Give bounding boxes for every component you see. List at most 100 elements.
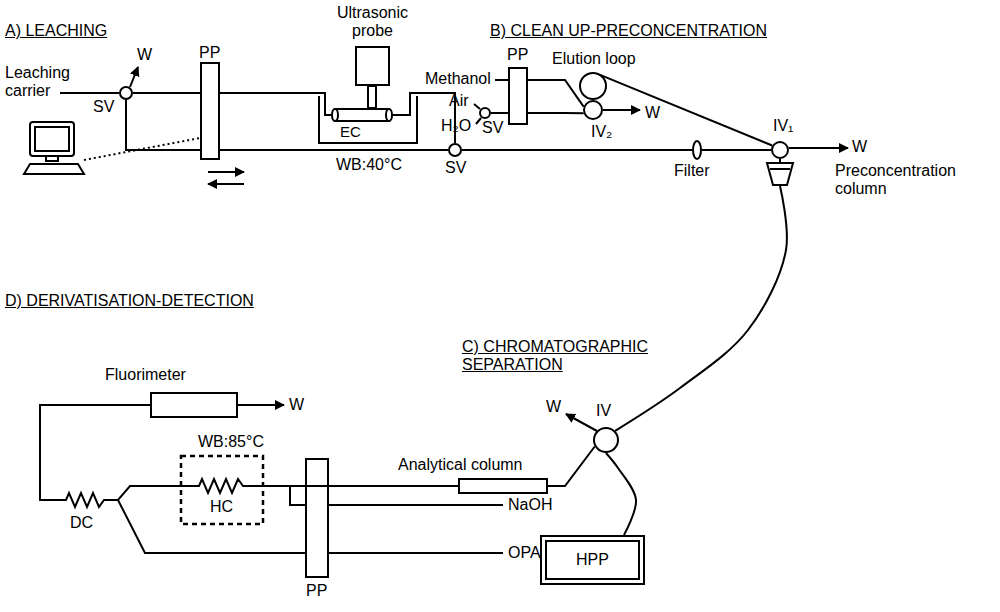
flow-line: [702, 149, 771, 151]
inlet-label: Methanol: [425, 70, 491, 88]
loop-label: Elution loop: [552, 50, 636, 68]
control-link: [84, 138, 200, 160]
node-label: Fluorimeter: [105, 366, 186, 384]
column-holder-line: [770, 168, 790, 170]
node-label: IV₁: [773, 117, 794, 135]
analytical-column: Analytical column: [458, 478, 548, 494]
valve-outline: [594, 428, 618, 452]
computer-stand: [46, 156, 58, 161]
waste-label: W: [546, 398, 561, 416]
waste-line: [238, 404, 284, 406]
flow-line: [528, 112, 584, 114]
flow-line: [615, 186, 787, 431]
node-label: IV₂: [591, 123, 612, 141]
node-label: EC: [340, 123, 361, 141]
carrier-line: [60, 92, 119, 94]
waste-line: [130, 67, 138, 87]
flow-line: [779, 159, 781, 162]
inlet-label: H₂O: [441, 117, 471, 135]
node-label: PP: [507, 46, 528, 64]
node-label: SV: [482, 119, 503, 137]
ultrasonic-probe: Ultrasonic probe: [355, 46, 390, 86]
node-shape: [458, 478, 548, 494]
computer-keyboard: [24, 164, 84, 174]
peristaltic-pump: PP: [200, 62, 220, 160]
node-shape: [593, 427, 619, 453]
flow-line: [528, 80, 584, 107]
node-shape: [508, 67, 528, 125]
inlet-label: Air: [449, 92, 469, 110]
node-label: HPP: [576, 551, 609, 569]
flow-line: [247, 486, 305, 505]
node-label: WB:85°C: [198, 433, 264, 451]
node-shape: [150, 392, 238, 418]
node-label: SV: [93, 98, 114, 116]
node-shape: [195, 476, 247, 496]
peristaltic-pump: PP: [508, 67, 528, 125]
computer-monitor: [30, 122, 74, 156]
valve-outline: [120, 87, 132, 99]
node-label: HC: [210, 498, 233, 516]
box-outline: [306, 459, 328, 577]
box-outline: [151, 393, 237, 417]
coil-symbol: [195, 479, 247, 493]
chamber-end: [332, 109, 338, 121]
water-bath: WB:85°CHC: [180, 455, 264, 525]
pump-direction-arrow: [208, 183, 244, 185]
node-shape: [765, 162, 795, 186]
filter-symbol: [693, 141, 701, 159]
reagent-line: [329, 504, 503, 506]
methanol-line: [495, 79, 508, 81]
node-label: IV: [596, 402, 611, 420]
node-shape: [771, 141, 789, 159]
reagent-label: OPA: [508, 544, 541, 562]
section-heading: C) CHROMATOGRAPHIC SEPARATION: [462, 338, 677, 374]
flow-line: [491, 112, 508, 114]
hplc-pump: HPP: [540, 535, 645, 585]
filter: Filter: [692, 140, 702, 160]
valve-outline: [449, 144, 461, 156]
flow-line: [220, 149, 448, 151]
injection-valve: IV: [593, 427, 619, 453]
box-outline: [201, 63, 219, 159]
node-label: PP: [306, 582, 327, 600]
node-shape: [692, 140, 702, 160]
switching-valve: SV: [119, 86, 133, 100]
computer-screen: [35, 127, 69, 151]
valve-outline: [772, 142, 788, 158]
waste-line: [566, 414, 597, 431]
waste-line: [603, 109, 640, 111]
waste-label: W: [852, 138, 867, 156]
node-shape: [200, 62, 220, 160]
reagent-line: [329, 552, 503, 554]
node-label: Filter: [674, 162, 710, 180]
water-bath: WB:40°CEC: [318, 96, 418, 144]
pump-direction-arrow: [208, 171, 244, 173]
section-heading: A) LEACHING: [5, 22, 107, 40]
box-outline: [356, 47, 389, 85]
inlet-label: Leaching carrier: [5, 64, 79, 100]
valve-outline: [480, 108, 490, 118]
switching-valve: SV: [448, 143, 462, 157]
waste-label: W: [137, 46, 152, 64]
node-shape: [448, 143, 462, 157]
switching-valve: SV: [479, 107, 491, 119]
flow-line: [548, 447, 595, 487]
box-inner-outline: [546, 541, 639, 579]
node-shape: [62, 490, 108, 510]
waste-label: W: [645, 104, 660, 122]
heating-coil: HC: [195, 476, 247, 496]
injection-valve: IV₂: [579, 72, 607, 120]
waste-label: W: [289, 396, 304, 414]
node-label: Ultrasonic probe: [330, 4, 415, 40]
node-shape: [332, 108, 392, 122]
bath-outline: [319, 96, 417, 143]
node-shape: [579, 72, 607, 120]
reagent-label: NaOH: [508, 496, 552, 514]
coil-symbol: [62, 493, 108, 507]
box-outline: [509, 68, 527, 124]
chamber-end: [386, 109, 392, 121]
node-shape: [355, 46, 390, 86]
fluorimeter: Fluorimeter: [150, 392, 238, 418]
